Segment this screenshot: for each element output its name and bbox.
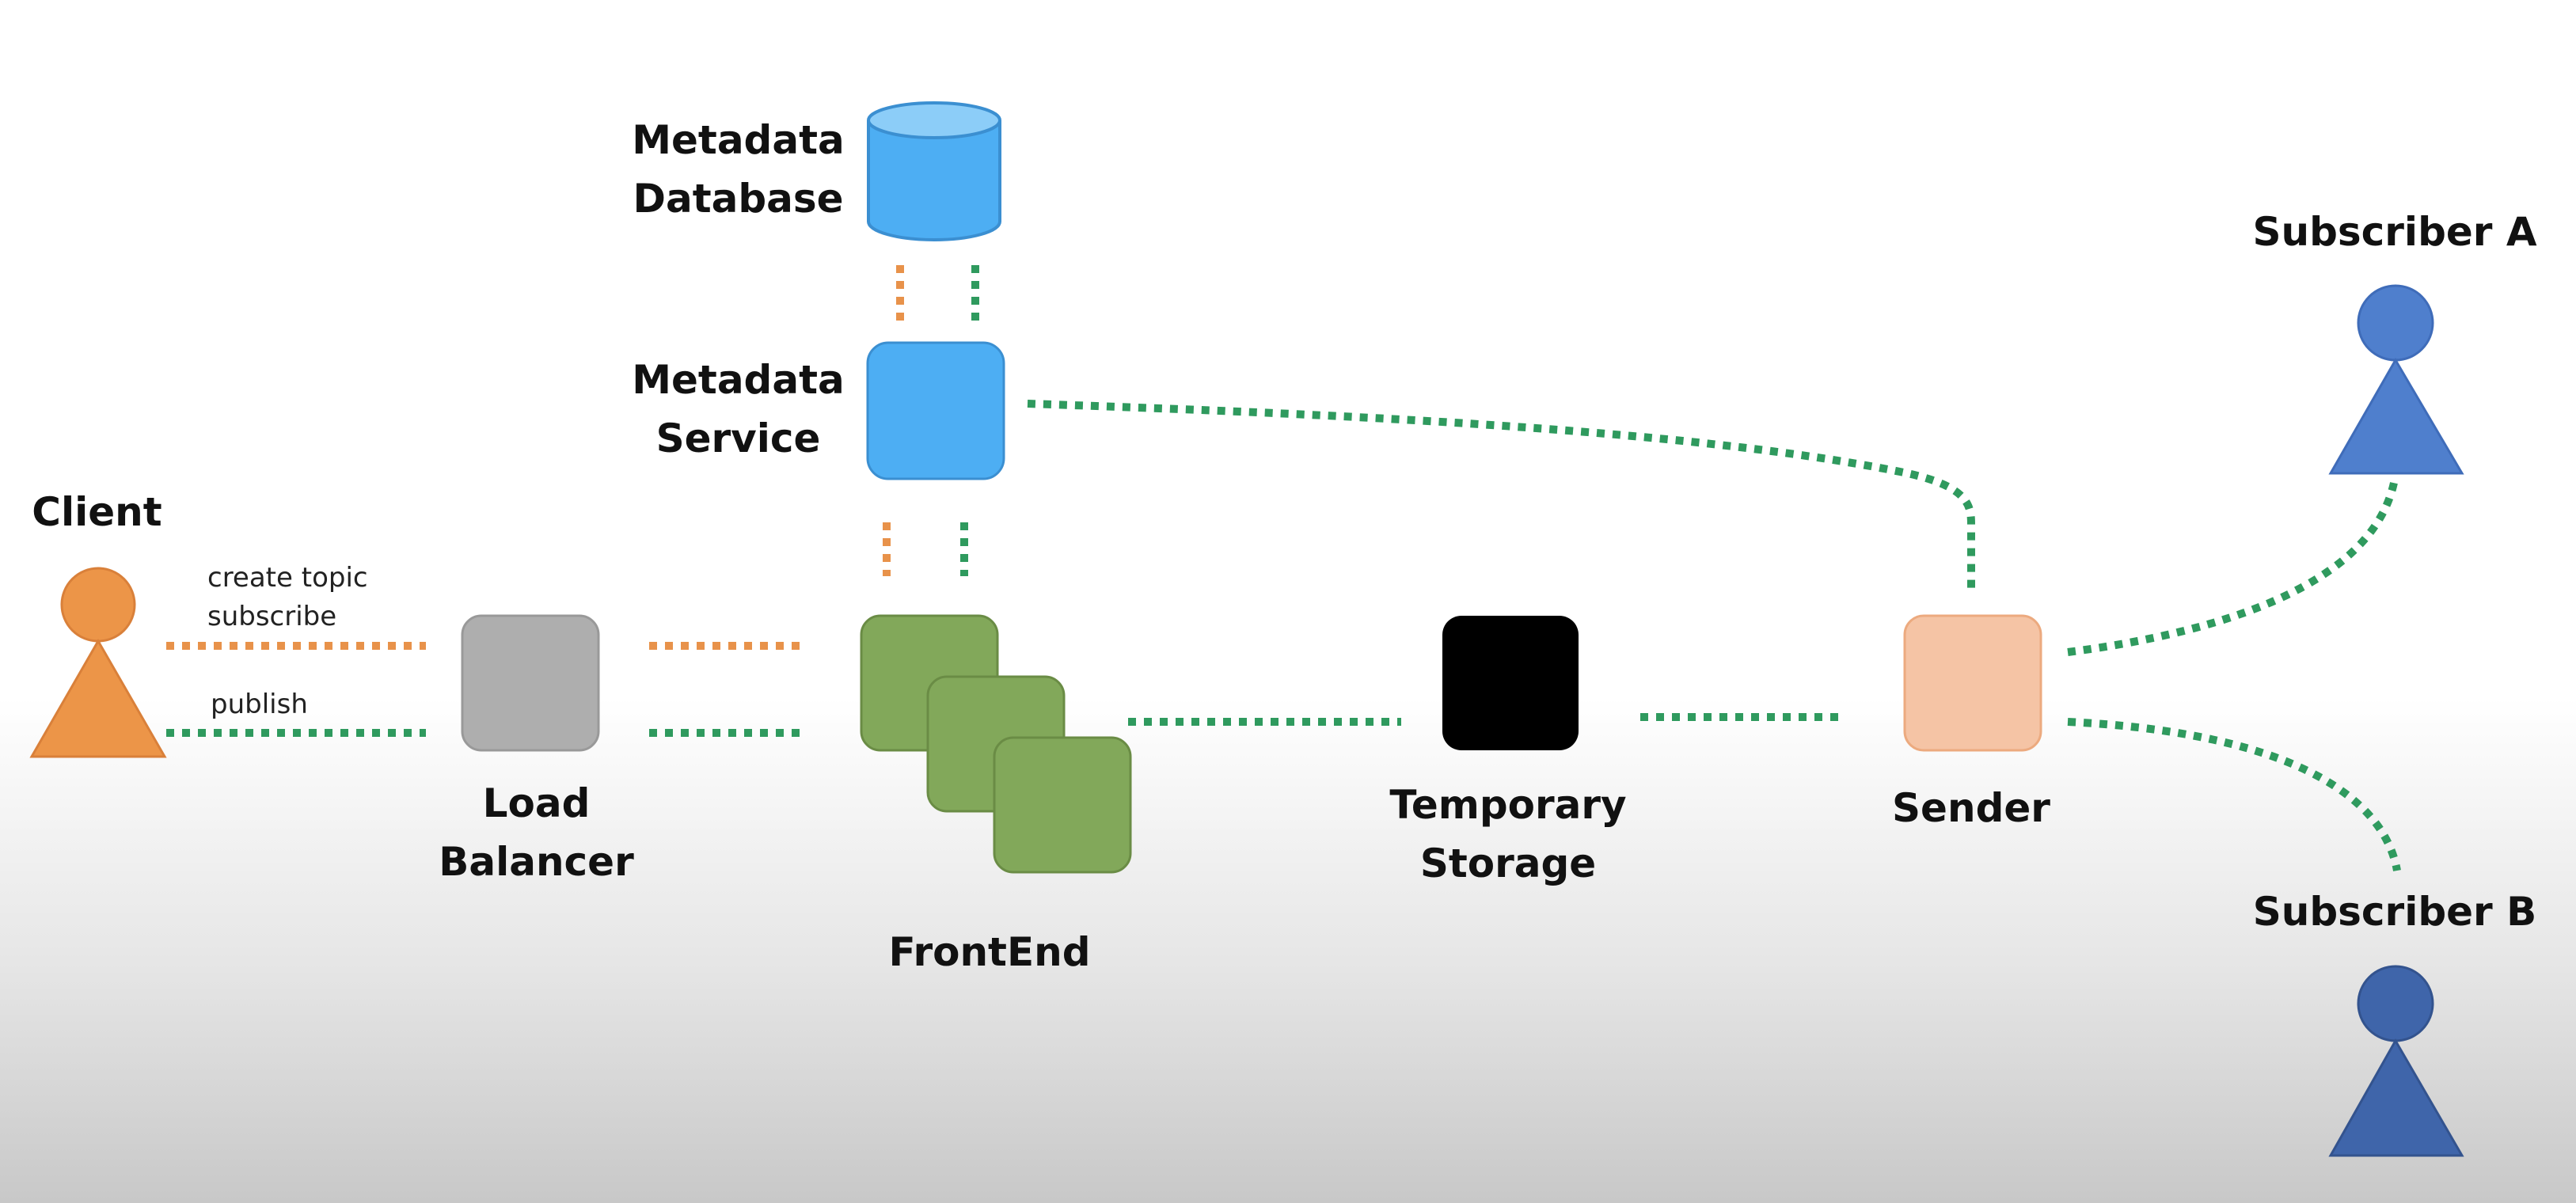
load-balancer-box[interactable]: [461, 614, 600, 752]
subscriber-b-label: Subscriber B: [2252, 889, 2537, 935]
load-balancer-label-line1: Load: [482, 780, 591, 826]
metadata-service-box[interactable]: [866, 341, 1005, 480]
edge-label-create-topic: create topic: [207, 562, 368, 594]
link-sender-subscriber-b: [2067, 718, 2401, 871]
load-balancer-label: Load Balancer: [412, 774, 661, 891]
load-balancer-label-line2: Balancer: [439, 839, 634, 885]
metadata-service-label-line1: Metadata: [632, 357, 845, 403]
client-label: Client: [32, 489, 162, 535]
metadata-database-label-line1: Metadata: [632, 117, 845, 163]
sender-box[interactable]: [1903, 614, 2042, 752]
link-metadata-service-sender: [1027, 400, 1975, 595]
temporary-storage-label-line2: Storage: [1419, 841, 1597, 886]
subscriber-b-person-icon[interactable]: [2328, 965, 2464, 1157]
subscriber-a-person-icon[interactable]: [2328, 284, 2464, 475]
subscriber-a-label: Subscriber A: [2252, 209, 2537, 255]
metadata-database-label: Metadata Database: [625, 111, 851, 228]
temporary-storage-label: Temporary Storage: [1381, 776, 1635, 893]
link-sender-subscriber-a: [2067, 478, 2399, 656]
edge-label-publish: publish: [211, 689, 308, 720]
temporary-storage-box[interactable]: [1442, 616, 1579, 750]
frontend-stack[interactable]: [860, 614, 1132, 874]
client-person-icon[interactable]: [29, 567, 167, 758]
frontend-box-3[interactable]: [993, 736, 1132, 874]
metadata-database-label-line2: Database: [633, 176, 844, 222]
metadata-database-icon[interactable]: [867, 101, 1001, 241]
metadata-service-label-line2: Service: [655, 416, 821, 461]
edge-label-subscribe: subscribe: [207, 601, 337, 632]
frontend-label: FrontEnd: [888, 929, 1091, 975]
metadata-service-label: Metadata Service: [625, 351, 851, 468]
temporary-storage-label-line1: Temporary: [1389, 782, 1627, 828]
sender-label: Sender: [1892, 785, 2050, 831]
